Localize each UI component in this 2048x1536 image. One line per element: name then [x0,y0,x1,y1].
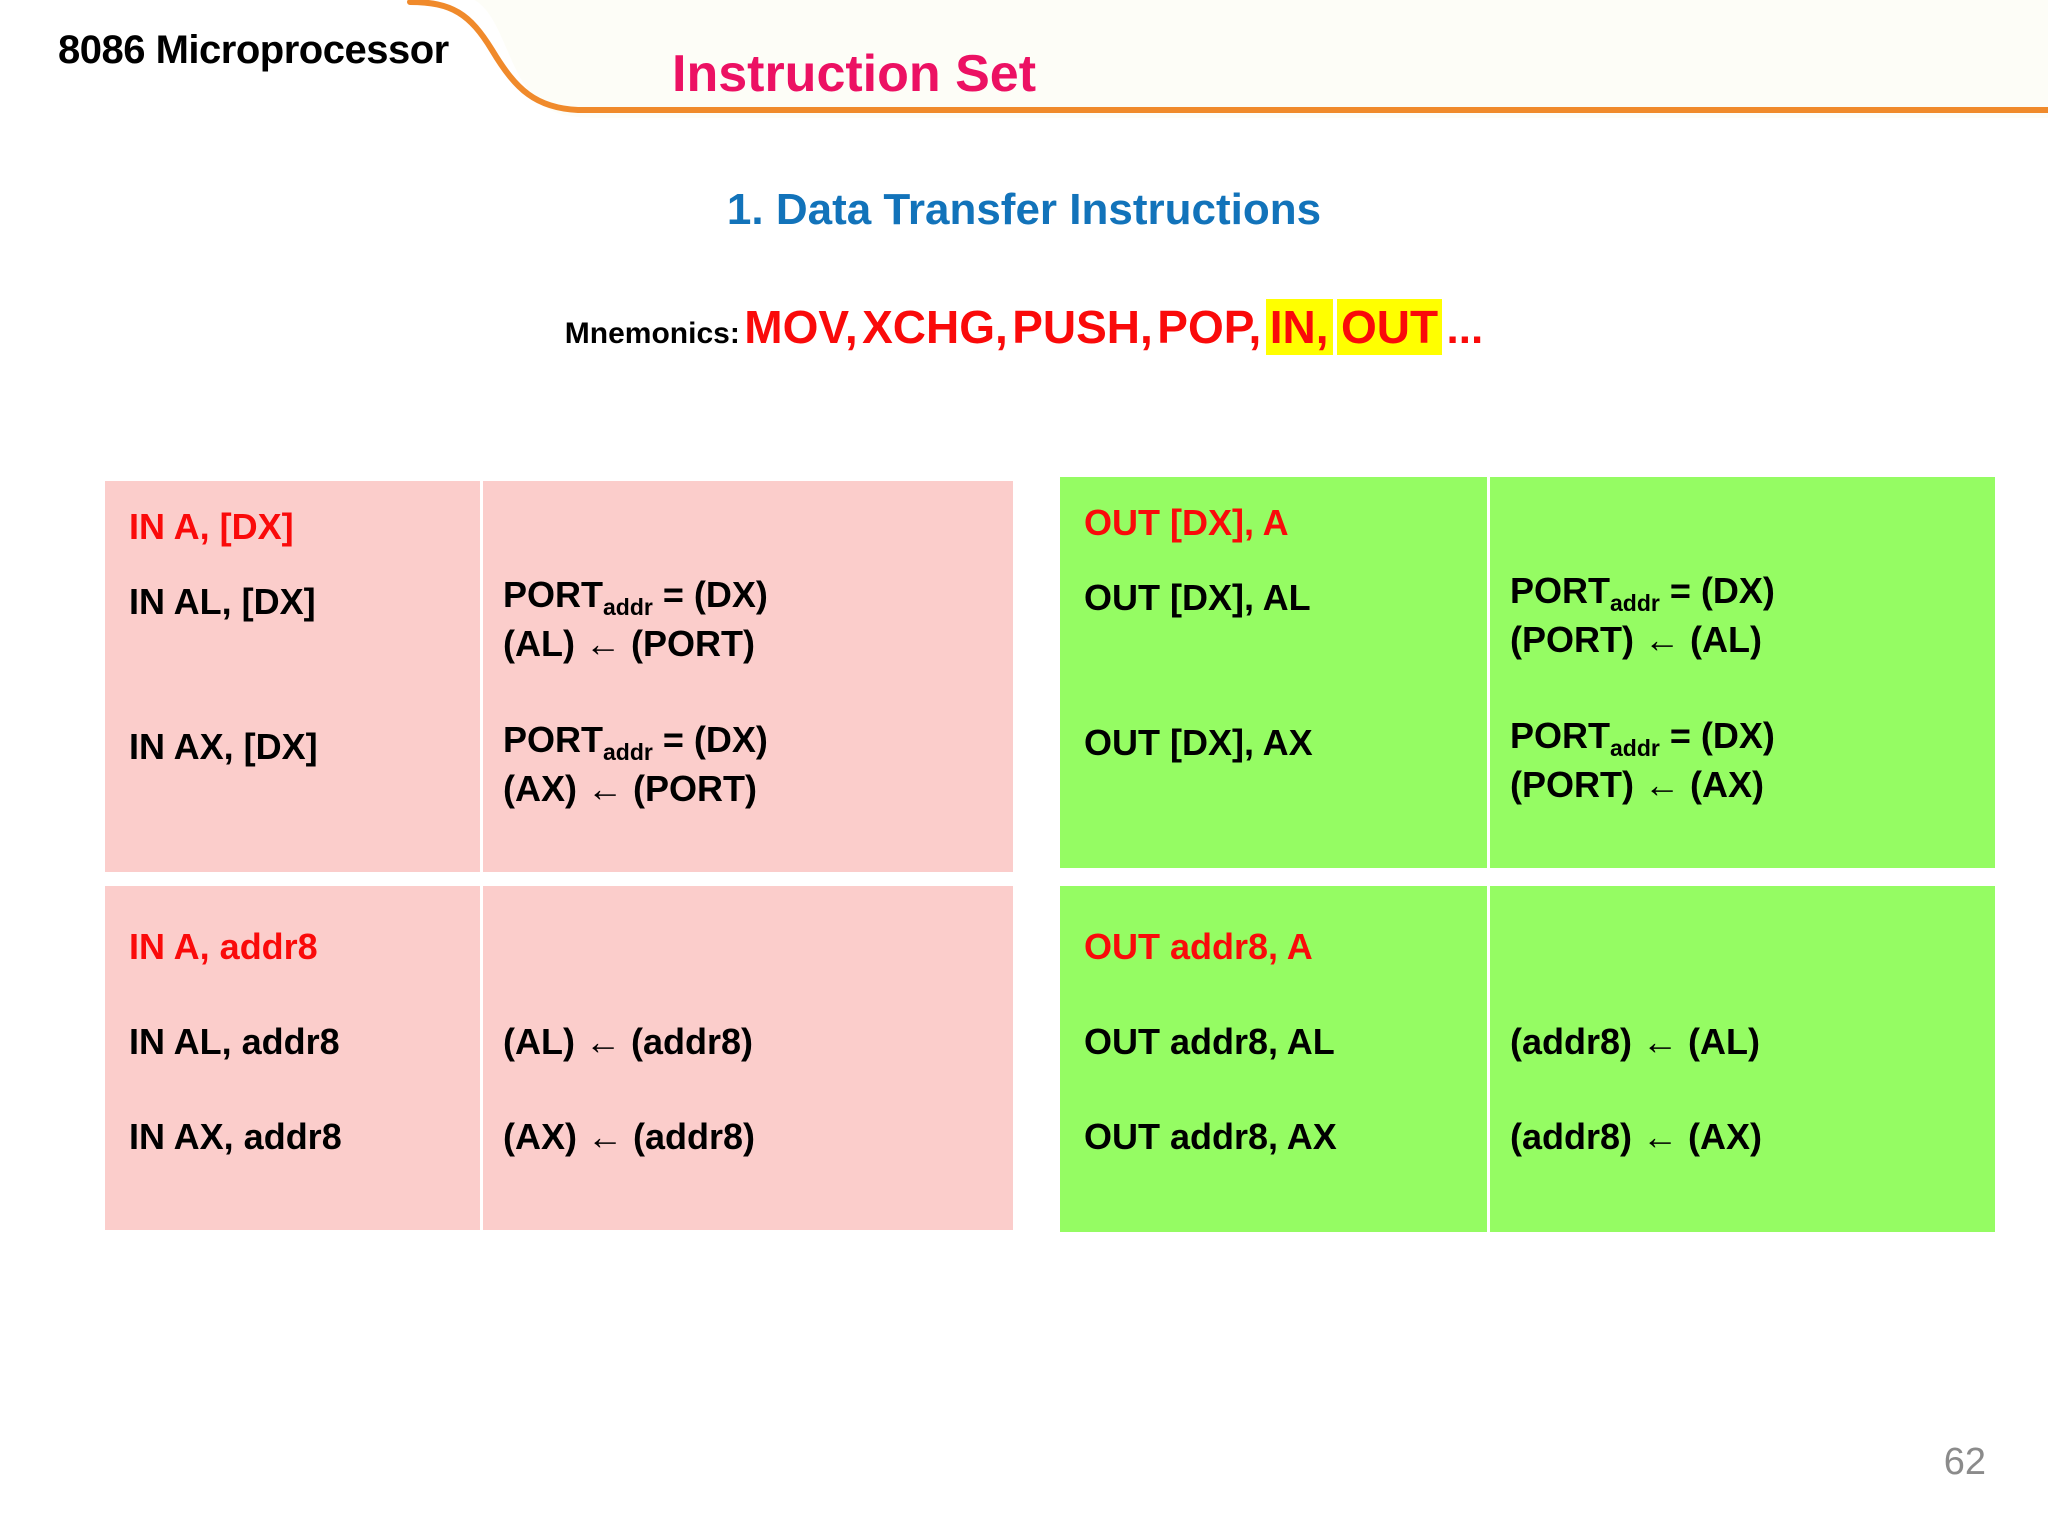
mnemonic-xchg: XCHG, [862,301,1008,353]
operation-line-2: (AX) ← (PORT) [503,768,757,810]
mnemonic-push: PUSH, [1012,301,1153,353]
table-out-addr8-a-instruction-column: OUT addr8, A OUT addr8, AL OUT addr8, AX [1060,886,1490,1232]
table-row-operation: (AX) ← (addr8) [503,1116,755,1157]
table-out-addr8-a: OUT addr8, A OUT addr8, AL OUT addr8, AX… [1060,886,1995,1232]
table-row-operation: PORTaddr = (DX) (AL) ← (PORT) [503,574,768,665]
operation-line-2: (PORT) ← (AX) [1510,764,1764,806]
table-in-a-dx-instruction-column: IN A, [DX] IN AL, [DX] IN AX, [DX] [105,481,483,872]
table-out-dx-a-operation-column: PORTaddr = (DX) (PORT) ← (AL) PORTaddr =… [1490,477,1995,868]
table-row-instruction: OUT [DX], AX [1084,722,1313,763]
table-in-a-dx-operation-column: PORTaddr = (DX) (AL) ← (PORT) PORTaddr =… [483,481,1013,872]
table-row-operation: (addr8) ← (AX) [1510,1116,1762,1157]
table-row-operation: PORTaddr = (DX) (PORT) ← (AX) [1510,715,1775,806]
mnemonics-label: Mnemonics: [564,317,740,350]
header-swoosh-decoration [407,0,2048,118]
table-row-instruction: IN AL, [DX] [129,581,316,622]
slide-kicker-label: 8086 Microprocessor [58,28,449,72]
mnemonic-out-highlighted: OUT [1336,299,1443,355]
operation-line-1: PORTaddr = (DX) [1510,715,1775,762]
table-in-a-addr8-instruction-column: IN A, addr8 IN AL, addr8 IN AX, addr8 [105,886,483,1230]
table-row-instruction: OUT addr8, AX [1084,1116,1337,1157]
table-row-instruction: IN AX, [DX] [129,726,318,767]
table-out-addr8-a-operation-column: (addr8) ← (AL) (addr8) ← (AX) [1490,886,1995,1232]
mnemonics-ellipsis: ... [1446,304,1484,353]
table-in-a-addr8: IN A, addr8 IN AL, addr8 IN AX, addr8 (A… [105,886,1013,1230]
table-row-operation: PORTaddr = (DX) (AX) ← (PORT) [503,719,768,810]
table-row-instruction: IN AL, addr8 [129,1021,340,1062]
operation-line-1: PORTaddr = (DX) [1510,570,1775,617]
table-out-dx-a-instruction-column: OUT [DX], A OUT [DX], AL OUT [DX], AX [1060,477,1490,868]
mnemonic-in-highlighted: IN, [1265,299,1333,355]
table-row-operation: PORTaddr = (DX) (PORT) ← (AL) [1510,570,1775,661]
table-row-operation: (AL) ← (addr8) [503,1021,753,1062]
operation-line-2: (AL) ← (PORT) [503,623,755,665]
table-in-a-addr8-operation-column: (AL) ← (addr8) (AX) ← (addr8) [483,886,1013,1230]
table-row-operation: (addr8) ← (AL) [1510,1021,1760,1062]
table-in-a-dx: IN A, [DX] IN AL, [DX] IN AX, [DX] PORTa… [105,481,1013,872]
mnemonic-pop: POP, [1157,301,1262,353]
operation-line-1: PORTaddr = (DX) [503,574,768,621]
slide-title: Instruction Set [672,45,1037,103]
section-heading: 1. Data Transfer Instructions [726,185,1322,234]
mnemonics-line: Mnemonics: MOV, XCHG, PUSH, POP, IN, OUT… [0,299,2048,355]
table-in-a-dx-title: IN A, [DX] [129,506,294,547]
table-out-dx-a-title: OUT [DX], A [1084,502,1289,543]
page-number: 62 [1943,1441,1986,1483]
table-row-instruction: OUT [DX], AL [1084,577,1311,618]
operation-line-2: (PORT) ← (AL) [1510,619,1762,661]
table-out-addr8-a-title: OUT addr8, A [1084,926,1313,967]
table-row-instruction: OUT addr8, AL [1084,1021,1335,1062]
table-out-dx-a: OUT [DX], A OUT [DX], AL OUT [DX], AX PO… [1060,477,1995,868]
table-row-instruction: IN AX, addr8 [129,1116,342,1157]
table-in-a-addr8-title: IN A, addr8 [129,926,318,967]
slide-header: 8086 Microprocessor Instruction Set [0,0,2048,150]
operation-line-1: PORTaddr = (DX) [503,719,768,766]
mnemonic-mov: MOV, [744,301,858,353]
